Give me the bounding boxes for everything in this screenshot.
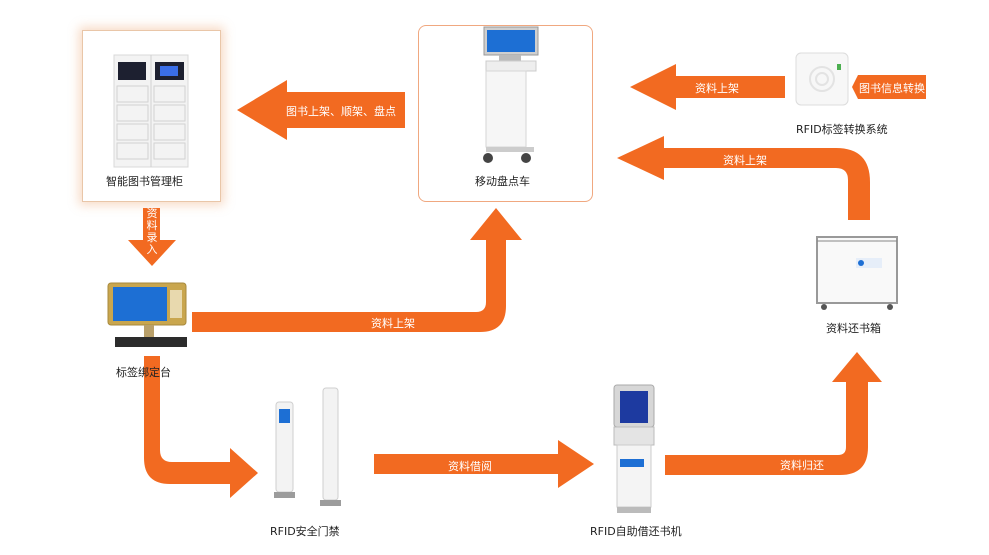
- rfid-converter-label: RFID标签转换系统: [796, 123, 888, 136]
- arrow-converter-to-cart: [630, 64, 785, 110]
- cabinet-illustration: [113, 54, 189, 168]
- cart-illustration: [483, 26, 539, 163]
- arrow-label-cart-to-cabinet: 图书上架、顺架、盘点: [286, 105, 396, 118]
- arrow-label-machine-to-box: 资料归还: [780, 459, 824, 472]
- return-box-label: 资料还书箱: [826, 322, 881, 335]
- cart-label: 移动盘点车: [475, 175, 530, 188]
- arrow-label-converter-to-cart: 资料上架: [695, 82, 739, 95]
- arrow-cart-to-cabinet: [237, 80, 405, 140]
- self-service-label: RFID自助借还书机: [590, 525, 682, 538]
- arrow-station-to-cart: [192, 208, 522, 332]
- tag-station-label: 标签绑定台: [116, 366, 171, 379]
- arrow-label-cabinet-to-station: 资料录入: [146, 207, 158, 256]
- arrow-gate-to-machine: [374, 440, 594, 488]
- converter-tag-shape: [852, 75, 926, 99]
- self-service-illustration: [613, 384, 655, 513]
- arrow-label-box-to-cart: 资料上架: [723, 154, 767, 167]
- arrow-station-to-gate: [144, 356, 258, 498]
- converter-tag-label: 图书信息转换: [859, 82, 925, 95]
- security-gate-illustration: [274, 387, 341, 506]
- tag-station-illustration: [107, 282, 187, 347]
- arrow-box-to-cart: [617, 136, 870, 220]
- arrow-cabinet-to-station: [128, 208, 176, 266]
- return-box-illustration: [816, 236, 898, 310]
- arrow-machine-to-box: [665, 352, 882, 475]
- security-gate-label: RFID安全门禁: [270, 525, 340, 538]
- arrow-label-gate-to-machine: 资料借阅: [448, 460, 492, 473]
- rfid-converter-illustration: [795, 52, 849, 106]
- arrow-label-station-to-cart: 资料上架: [371, 317, 415, 330]
- cabinet-label: 智能图书管理柜: [106, 175, 183, 188]
